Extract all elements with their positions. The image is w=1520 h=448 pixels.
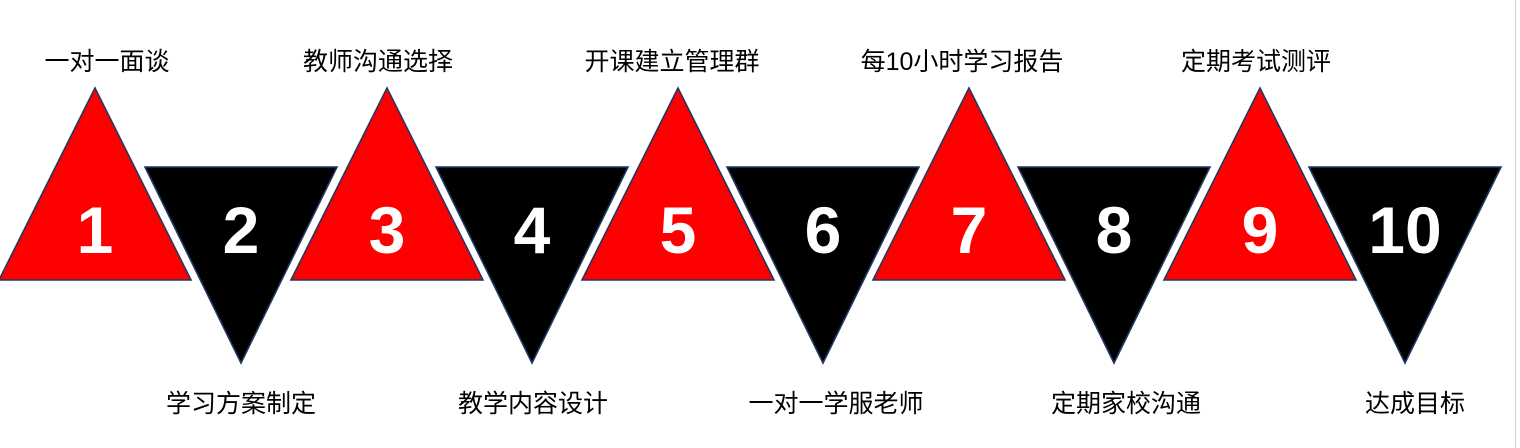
step-number-9: 9 [1241, 193, 1279, 267]
step-number-10: 10 [1368, 193, 1442, 267]
step-label-1: 一对一面谈 [44, 48, 170, 76]
process-triangle-3[interactable] [289, 86, 485, 281]
process-triangle-2[interactable] [143, 166, 339, 365]
step-label-10: 达成目标 [1364, 390, 1466, 418]
step-number-7: 7 [950, 193, 988, 267]
process-triangle-1[interactable] [0, 86, 193, 281]
step-label-9: 定期考试测评 [1180, 48, 1332, 76]
process-triangle-8[interactable] [1016, 166, 1212, 365]
step-label-5: 开课建立管理群 [584, 48, 760, 76]
process-triangle-5[interactable] [580, 86, 776, 281]
step-number-5: 5 [659, 193, 697, 267]
step-number-1: 1 [76, 193, 114, 267]
step-label-8: 定期家校沟通 [1050, 390, 1202, 418]
step-number-6: 6 [804, 193, 842, 267]
step-number-2: 2 [222, 193, 260, 267]
step-label-7: 每10小时学习报告 [860, 48, 1064, 76]
step-label-3: 教师沟通选择 [302, 48, 454, 76]
step-number-4: 4 [513, 193, 551, 267]
step-label-2: 学习方案制定 [165, 390, 317, 418]
step-number-3: 3 [368, 193, 406, 267]
process-triangle-9[interactable] [1162, 86, 1358, 281]
triangles-group [0, 86, 1503, 365]
process-triangle-4[interactable] [434, 166, 630, 365]
step-label-4: 教学内容设计 [457, 390, 609, 418]
process-triangle-10[interactable] [1307, 166, 1503, 365]
process-triangle-7[interactable] [871, 86, 1067, 281]
slide-border-right [1515, 0, 1516, 448]
process-triangle-6[interactable] [725, 166, 921, 365]
step-label-6: 一对一学服老师 [748, 390, 924, 418]
step-number-8: 8 [1095, 193, 1133, 267]
